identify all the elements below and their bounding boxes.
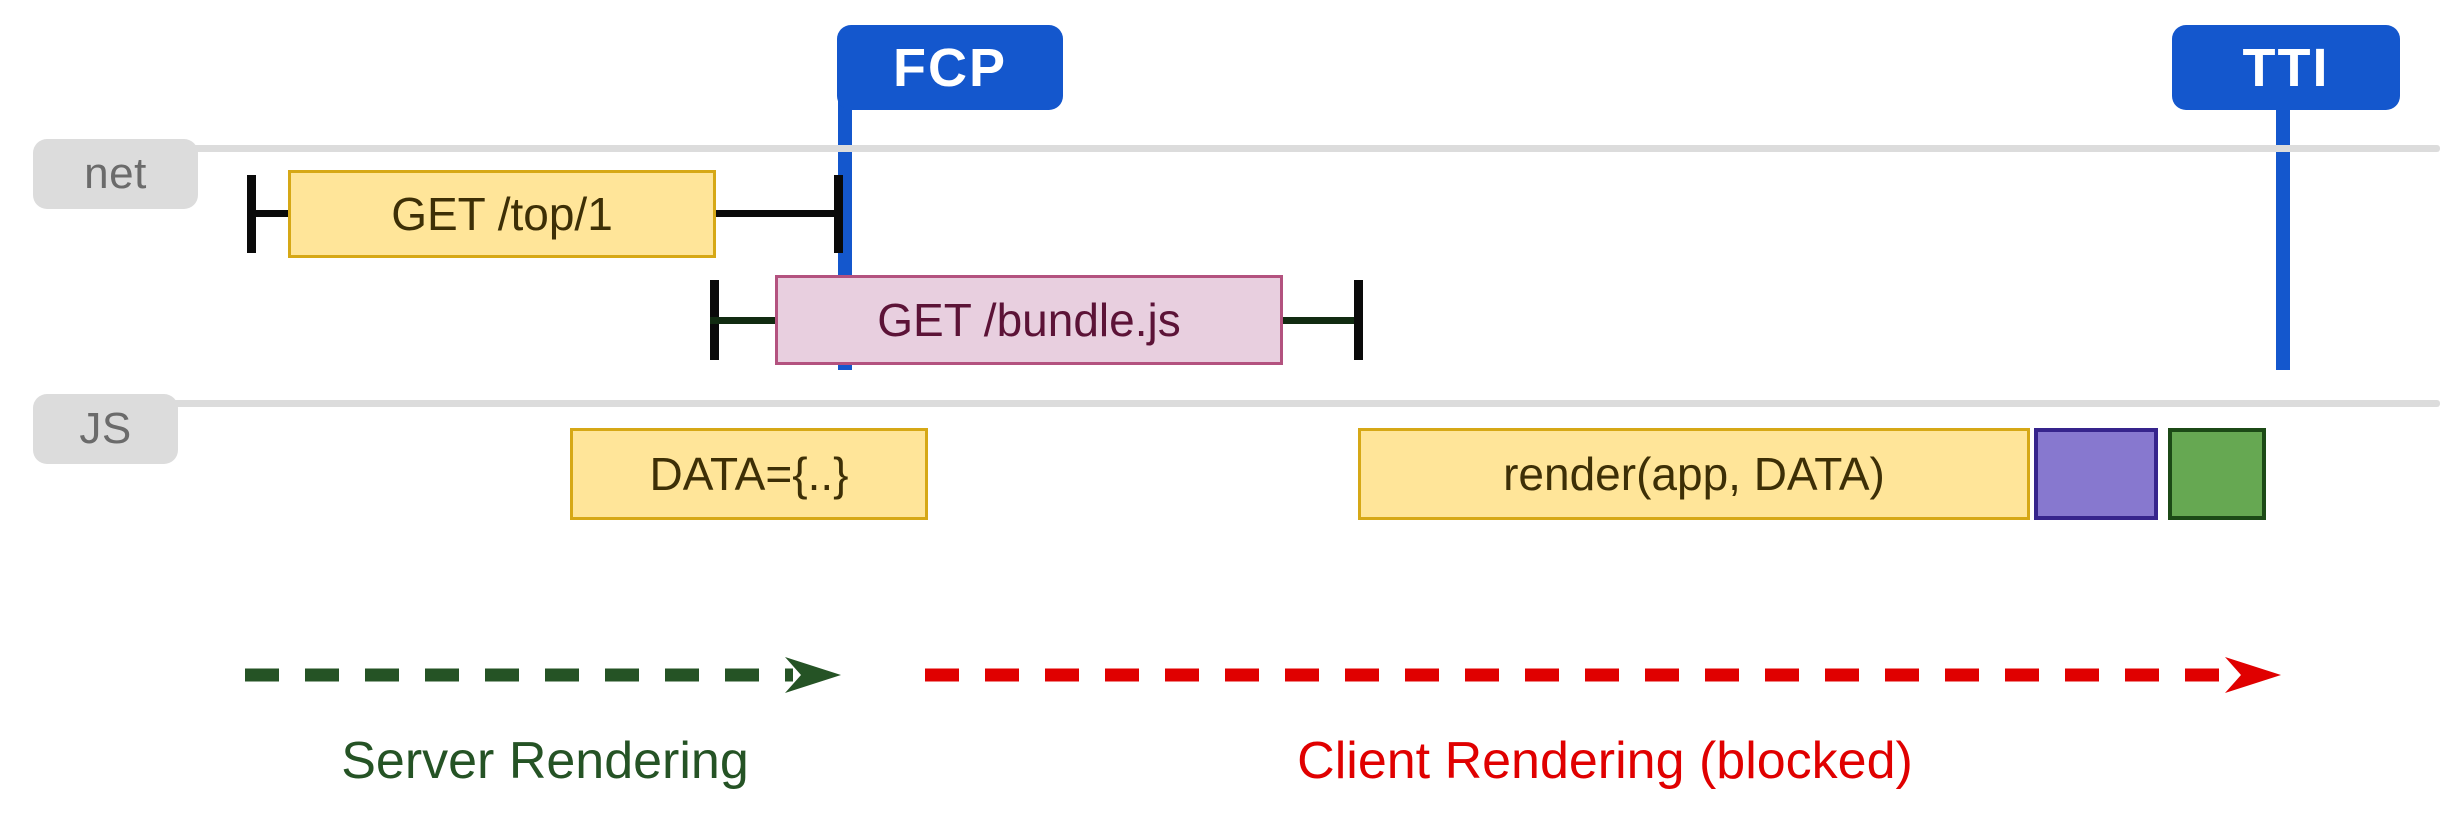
task-data-assign-label: DATA={..} bbox=[649, 448, 849, 500]
task-get-bundle-js[interactable]: GET /bundle.js bbox=[775, 275, 1283, 365]
get-top-end-tick bbox=[834, 175, 843, 253]
client-rendering-label: Client Rendering (blocked) bbox=[925, 735, 2285, 787]
lane-label-js-text: JS bbox=[79, 404, 132, 453]
lane-label-js: JS bbox=[33, 394, 178, 464]
fcp-milestone-label: FCP bbox=[893, 37, 1007, 98]
tti-milestone-badge[interactable]: TTI bbox=[2172, 25, 2400, 110]
client-rendering-label-text: Client Rendering (blocked) bbox=[1297, 732, 1913, 790]
get-bundle-end-tick bbox=[1354, 280, 1363, 360]
tti-milestone-line bbox=[2276, 80, 2290, 370]
js-lane-rule bbox=[45, 400, 2440, 407]
server-rendering-label-text: Server Rendering bbox=[341, 732, 749, 790]
net-lane-rule bbox=[45, 145, 2440, 152]
lane-label-net-text: net bbox=[84, 149, 147, 198]
task-get-bundle-js-label: GET /bundle.js bbox=[877, 294, 1181, 346]
task-green-block[interactable] bbox=[2168, 428, 2266, 520]
task-purple-block[interactable] bbox=[2034, 428, 2158, 520]
client-rendering-arrow bbox=[925, 655, 2285, 695]
task-render-call[interactable]: render(app, DATA) bbox=[1358, 428, 2030, 520]
server-rendering-arrow bbox=[245, 655, 845, 695]
task-get-top-1[interactable]: GET /top/1 bbox=[288, 170, 716, 258]
tti-milestone-label: TTI bbox=[2242, 37, 2330, 98]
get-top-left-connector bbox=[247, 210, 295, 217]
server-rendering-label: Server Rendering bbox=[245, 735, 845, 787]
fcp-milestone-badge[interactable]: FCP bbox=[837, 25, 1063, 110]
lane-label-net: net bbox=[33, 139, 198, 209]
get-bundle-left-connector bbox=[710, 317, 782, 324]
task-get-top-1-label: GET /top/1 bbox=[391, 188, 613, 240]
get-top-right-connector bbox=[710, 210, 842, 217]
get-bundle-right-connector bbox=[1278, 317, 1360, 324]
task-render-call-label: render(app, DATA) bbox=[1503, 448, 1885, 500]
task-data-assign[interactable]: DATA={..} bbox=[570, 428, 928, 520]
